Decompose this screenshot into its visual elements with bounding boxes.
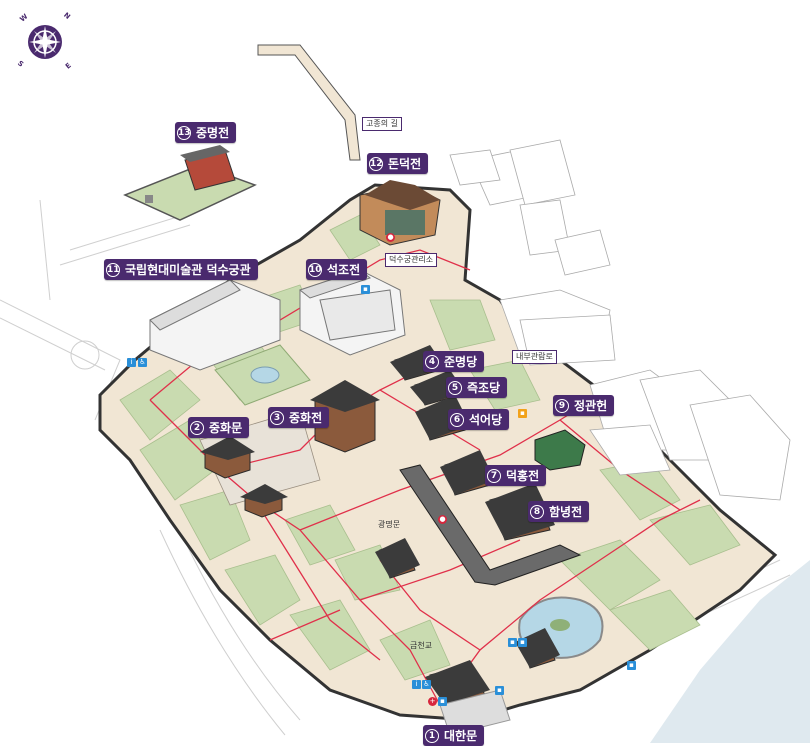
jungmyeongjeon-compound [123,145,257,221]
place-label-seogeodang[interactable]: 6 석어당 [448,409,510,430]
place-name: 즉조당 [467,380,501,395]
place-name: 준명당 [444,354,478,369]
management-office-label: 덕수궁관리소 [385,253,438,267]
geumcheongyo-label: 금천교 [410,641,433,650]
place-name: 중명전 [196,125,230,140]
north-walkway [257,44,361,161]
place-name: 돈덕전 [388,156,422,171]
place-name: 덕홍전 [506,468,540,483]
place-number: 4 [425,354,439,369]
gojong-path-label: 고종의 길 [362,117,402,131]
compass-rose-icon [28,25,62,59]
place-label-jungmyeongjeon[interactable]: 13 중명전 [175,122,237,143]
place-label-junghwamun[interactable]: 2 중화문 [188,417,250,438]
place-label-junghwajeon[interactable]: 3 중화전 [268,407,330,428]
grass-areas [119,214,741,681]
place-name: 국립현대미술관 덕수궁관 [125,262,251,277]
place-label-seokjojeon[interactable]: 10 석조전 [306,259,368,280]
place-number: 13 [177,125,191,140]
place-number: 3 [270,410,284,425]
place-number: 1 [425,728,439,743]
place-label-mmca-deoksugung[interactable]: 11 국립현대미술관 덕수궁관 [104,259,258,280]
place-number: 6 [450,412,464,427]
place-label-hamnyeongjeon[interactable]: 8 함녕전 [528,501,590,522]
place-number: 7 [487,468,501,483]
inner-road-label: 내부관람로 [512,350,557,364]
info-icon: i [127,358,136,367]
place-number: 12 [369,156,383,171]
first-aid-icon: + [428,697,437,706]
gwangmyeongmun-label: 광명문 [378,520,401,529]
wheelchair-icon: ♿ [422,680,431,689]
service-icon: ▪ [495,686,504,695]
place-name: 중화문 [209,420,243,435]
place-label-junmyeongdang[interactable]: 4 준명당 [423,351,485,372]
place-number: 11 [106,262,120,277]
place-name: 대한문 [444,728,478,743]
place-label-jeukjodang[interactable]: 5 즉조당 [446,377,508,398]
bus-stop-icon: ▪ [627,661,636,670]
restaurant-icon: ● [438,515,447,524]
restroom-icon: ▪ [518,638,527,647]
river [650,560,810,743]
place-number: 5 [448,380,462,395]
place-number: 10 [308,262,322,277]
place-name: 함녕전 [549,504,583,519]
place-number: 8 [530,504,544,519]
place-name: 석어당 [469,412,503,427]
place-label-jeonggwanheon[interactable]: 9 정관헌 [553,395,615,416]
place-label-deokhongjeon[interactable]: 7 덕홍전 [485,465,547,486]
elevator-icon: ▪ [361,285,370,294]
jeonggwanheon-building [534,429,586,471]
ticket-icon: ▪ [508,638,517,647]
place-number: 9 [555,398,569,413]
shop-icon: ▪ [518,409,527,418]
dondeokjeon-building [359,180,441,246]
place-name: 석조전 [327,262,361,277]
place-label-dondeokjeon[interactable]: 12 돈덕전 [367,153,429,174]
stroller-icon: ▪ [438,697,447,706]
place-number: 2 [190,420,204,435]
place-name: 정관헌 [574,398,608,413]
place-name: 중화전 [289,410,323,425]
outside-buildings [449,139,791,501]
toilet-icon: ♿ [138,358,147,367]
fountain-garden [214,344,311,406]
place-label-daehanmun[interactable]: 1 대한문 [423,725,485,746]
cafe-icon: ● [386,233,395,242]
info-desk-icon: i [412,680,421,689]
